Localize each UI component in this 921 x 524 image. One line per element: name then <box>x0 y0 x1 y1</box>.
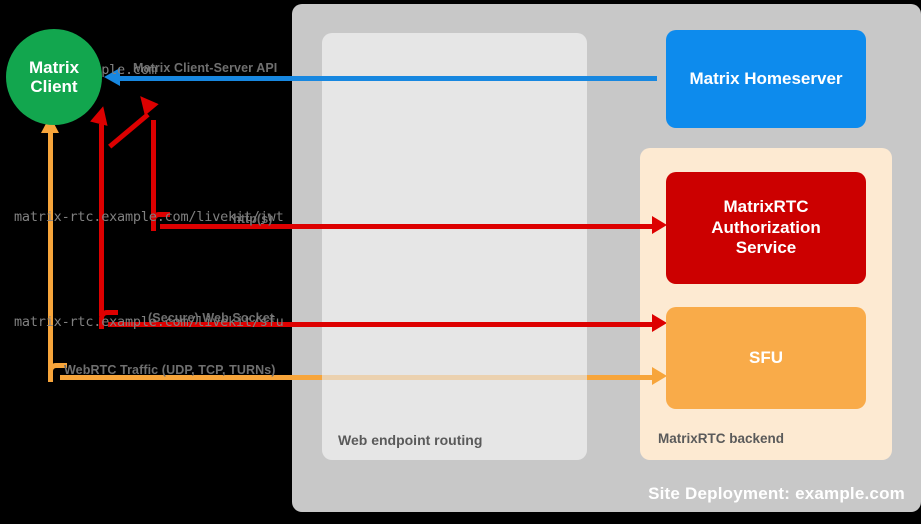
websocket-arrowhead-client <box>90 104 112 126</box>
node-sfu[interactable]: SFU <box>666 307 866 409</box>
cs-api-arrowhead-client <box>104 68 120 86</box>
webrtc-line-vertical <box>48 132 53 370</box>
https-diagonal-to-client <box>108 112 150 149</box>
auth-line2: Authorization <box>711 217 821 237</box>
webrtc-line-left <box>60 375 322 380</box>
node-matrix-client[interactable]: Matrix Client <box>6 29 102 125</box>
matrixrtc-backend-label: MatrixRTC backend <box>658 431 785 446</box>
websocket-elbow <box>99 310 118 329</box>
webrtc-elbow <box>48 363 67 382</box>
endpoint-livekit-sfu: matrix-rtc.example.com/livekit/sfu <box>14 314 284 330</box>
matrix-client-server-api-label: Matrix Client-Server API <box>133 61 278 75</box>
matrix-client-line2: Client <box>30 77 78 96</box>
node-matrix-homeserver[interactable]: Matrix Homeserver <box>666 30 866 128</box>
matrix-client-line1: Matrix <box>28 57 80 77</box>
webrtc-line-right <box>587 375 657 380</box>
secure-web-socket-label: (Secure) Web Socket <box>148 311 275 325</box>
websocket-arrowhead-sfu <box>652 314 667 332</box>
webrtc-traffic-label: WebRTC Traffic (UDP, TCP, TURNs) <box>64 363 276 377</box>
https-elbow <box>151 212 170 231</box>
web-endpoint-routing-label: Web endpoint routing <box>338 432 483 448</box>
https-label: http(s) <box>233 212 273 226</box>
https-arrowhead-auth <box>652 216 667 234</box>
auth-line1: MatrixRTC <box>723 197 809 217</box>
cs-api-line <box>118 76 657 81</box>
websocket-line-horizontal <box>108 322 657 327</box>
websocket-line-vertical <box>99 124 104 316</box>
node-matrixrtc-authorization-service[interactable]: MatrixRTC Authorization Service <box>666 172 866 284</box>
webrtc-arrowhead-sfu <box>652 367 667 385</box>
https-line-vertical <box>151 120 156 218</box>
matrix-homeserver-label: Matrix Homeserver <box>689 68 843 88</box>
endpoint-livekit-jwt: matrix-rtc.example.com/livekit/jwt <box>14 209 284 225</box>
web-endpoint-routing-panel: Web endpoint routing <box>322 33 587 460</box>
site-deployment-label: Site Deployment: example.com <box>648 484 905 503</box>
webrtc-line-behind-panel <box>322 375 587 380</box>
https-line-horizontal <box>160 224 657 229</box>
auth-line3: Service <box>735 238 797 258</box>
sfu-label: SFU <box>749 347 783 367</box>
